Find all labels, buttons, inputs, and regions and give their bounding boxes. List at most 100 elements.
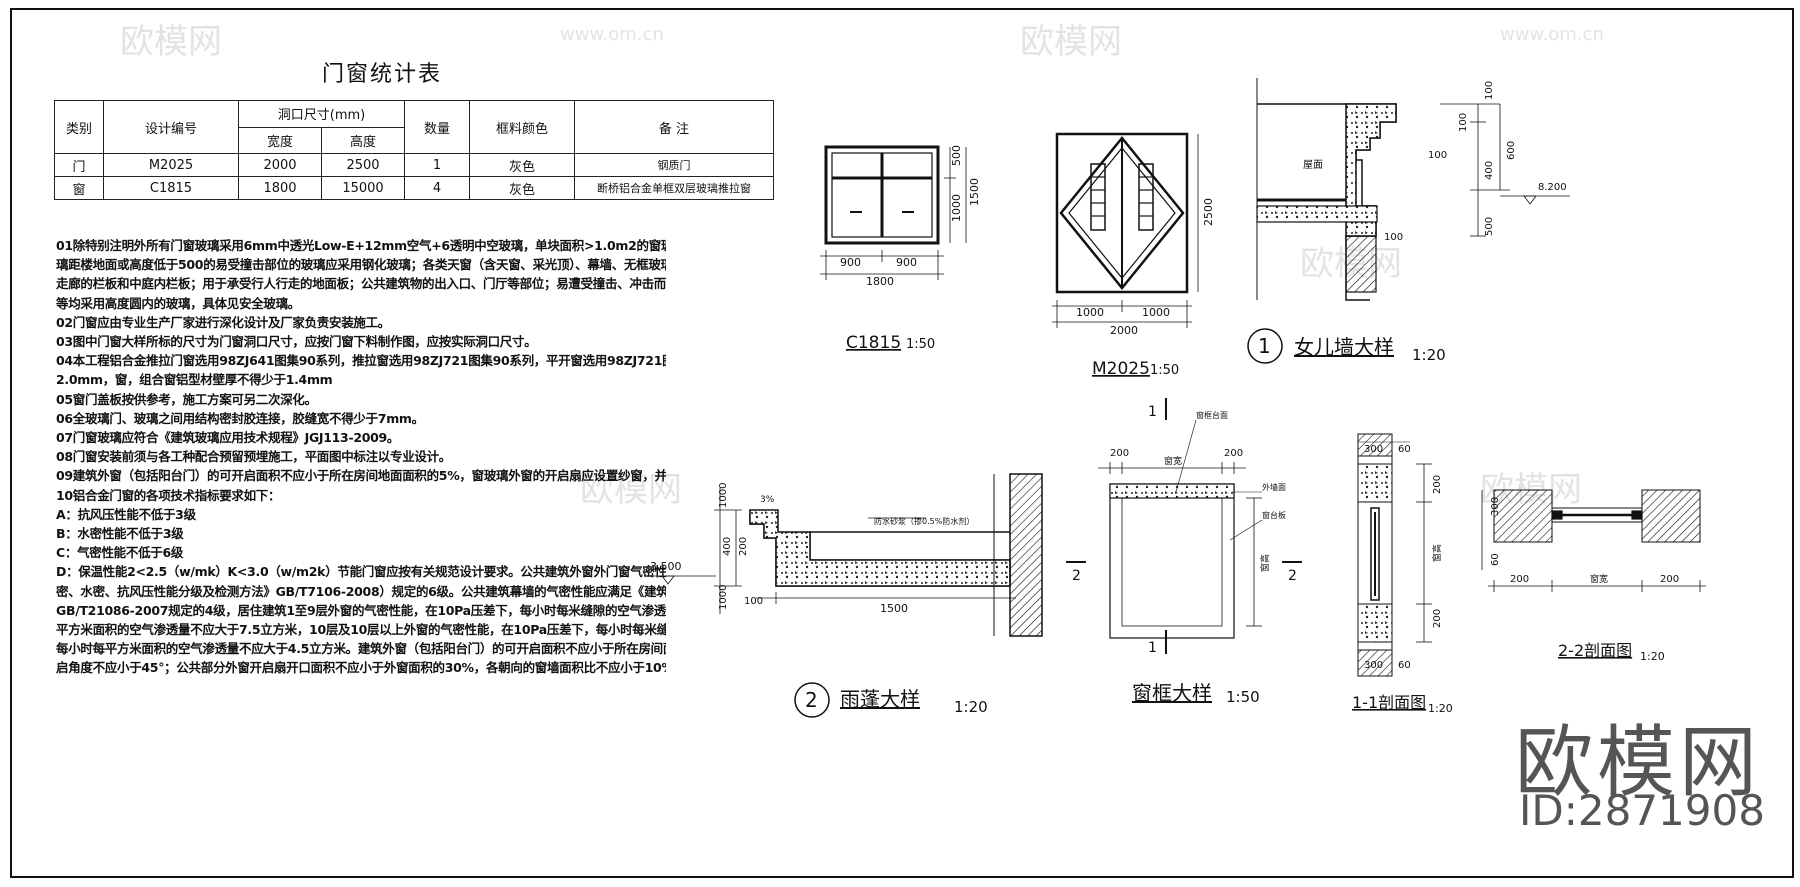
canopy-waterproof-note: 防水砂浆（掺0.5%防水剂） xyxy=(874,516,974,526)
parapet-scale: 1:20 xyxy=(1412,346,1446,364)
cell-height: 15000 xyxy=(321,176,405,200)
frame-note-sill: 窗框台面 xyxy=(1196,410,1228,420)
frame-cut-left: 2 xyxy=(1072,568,1081,584)
sec11-dim-60a: 60 xyxy=(1398,444,1411,455)
header-code: 设计编号 xyxy=(103,100,239,154)
brand-id: ID:2871908 xyxy=(1519,786,1765,835)
parapet-dim-100d: 100 xyxy=(1384,232,1403,243)
frame-dim-200b: 200 xyxy=(1224,448,1243,459)
canopy-dim-1500: 1500 xyxy=(880,602,908,615)
cell-code: C1815 xyxy=(103,176,239,200)
note-line: GB/T21086-2007规定的4级，居住建筑1至9层外窗的气密性能，在10P… xyxy=(56,602,666,618)
frame-cut-bottom: 1 xyxy=(1148,640,1157,656)
c1815-dim-total: 1800 xyxy=(866,275,894,288)
header-qty: 数量 xyxy=(404,100,470,154)
window-frame-detail xyxy=(1066,398,1302,654)
canopy-elevation: 3.500 xyxy=(650,560,682,573)
sec22-dim-60: 60 xyxy=(1490,553,1501,566)
cell-qty: 4 xyxy=(404,176,470,200)
canopy-dim-1000a: 1000 xyxy=(718,483,729,508)
parapet-number: 1 xyxy=(1258,334,1271,358)
c1815-window-elevation xyxy=(820,145,967,280)
note-line: 03图中门窗大样所标的尺寸为门窗洞口尺寸，应按门窗下料制作图，应按实际洞口尺寸。 xyxy=(56,334,537,350)
header-hole-size: 洞口尺寸(mm) xyxy=(238,100,405,128)
m2025-dim-h: 2500 xyxy=(1202,198,1215,226)
m2025-dim-total: 2000 xyxy=(1110,324,1138,337)
frame-cut-right: 2 xyxy=(1288,568,1297,584)
c1815-dim-w1: 900 xyxy=(840,256,861,269)
header-type: 类别 xyxy=(54,100,104,154)
canopy-number: 2 xyxy=(805,688,818,712)
sec11-height-label: 窗高 xyxy=(1431,544,1443,562)
sec11-dim-200b: 200 xyxy=(1432,609,1443,628)
note-line: B：水密性能不低于3级 xyxy=(56,526,184,542)
m2025-title: M2025 xyxy=(1092,359,1150,379)
canopy-title: 雨蓬大样 xyxy=(840,687,920,711)
note-line: 平方米面积的空气渗透量不应大于7.5立方米，10层及10层以上外窗的气密性能，在… xyxy=(56,622,666,638)
frame-cut-top: 1 xyxy=(1148,404,1157,420)
section-1-1 xyxy=(1357,433,1432,677)
note-line: 06全玻璃门、玻璃之间用结构密封胶连接，胶缝宽不得少于7mm。 xyxy=(56,410,424,426)
sec22-dim-200a: 200 xyxy=(1510,574,1529,585)
canopy-slope: 3% xyxy=(760,495,775,505)
frame-title: 窗框大样 xyxy=(1132,681,1212,705)
frame-height-label: 窗高 xyxy=(1259,554,1271,572)
note-line: 启角度不应小于45°；公共部分外窗开启扇开口面积不应小于外窗面积的30%，各朝向… xyxy=(56,660,666,676)
sec11-dim-200a: 200 xyxy=(1432,475,1443,494)
sec22-title: 2-2剖面图 xyxy=(1558,641,1632,660)
brand-logo-text: 欧模网 xyxy=(1515,718,1762,808)
frame-width-label: 窗宽 xyxy=(1164,455,1182,467)
note-line: 走廊的栏板和中庭内栏板；用于承受行人行走的地面板；公共建筑物的出入口、门厅等部位… xyxy=(56,276,666,292)
parapet-elevation: 8.200 xyxy=(1538,182,1567,193)
cell-height: 2500 xyxy=(321,153,405,177)
m2025-dim-w2: 1000 xyxy=(1142,306,1170,319)
parapet-dim-100c: 100 xyxy=(1428,150,1447,161)
note-line: 璃距楼地面或高度低于500的易受撞击部位的玻璃应采用钢化玻璃；各类天窗（含天窗、… xyxy=(56,257,666,273)
canopy-scale: 1:20 xyxy=(954,698,988,716)
note-line: D：保温性能2<2.5（w/mk）K<3.0（w/m2k）节能门窗应按有关规范设… xyxy=(56,564,666,580)
canopy-dim-100: 100 xyxy=(744,596,763,607)
canopy-dim-400: 400 xyxy=(722,537,733,556)
door-window-table: 类别 设计编号 洞口尺寸(mm) 数量 框料颜色 备 注 宽度 高度 门 M20… xyxy=(54,100,774,200)
design-notes: 01除特别注明外所有门窗玻璃采用6mm中透光Low-E+12mm空气+6透明中空… xyxy=(56,236,666,678)
sec11-dim-60b: 60 xyxy=(1398,660,1411,671)
m2025-scale: 1:50 xyxy=(1150,363,1179,378)
note-line: 05窗门盖板按供参考，施工方案可另二次深化。 xyxy=(56,391,317,407)
c1815-scale: 1:50 xyxy=(906,337,935,352)
parapet-dim-100b: 100 xyxy=(1458,113,1469,132)
parapet-dim-400: 400 xyxy=(1484,161,1495,180)
note-line: 08门窗安装前须与各工种配合预留预埋施工，平面图中标注以专业设计。 xyxy=(56,449,451,465)
c1815-title: C1815 xyxy=(846,333,901,353)
page-title: 门窗统计表 xyxy=(322,62,443,87)
parapet-detail xyxy=(1247,78,1570,364)
section-2-2 xyxy=(1481,489,1706,592)
note-line: 密、水密、抗风压性能分级及检测方法》GB/T7106-2008）规定的6级。公共… xyxy=(56,583,666,599)
note-line: 等均采用高度圆内的玻璃，具体见安全玻璃。 xyxy=(56,295,301,311)
c1815-dim-h1: 500 xyxy=(950,145,963,166)
note-line: 09建筑外窗（包括阳台门）的可开启面积不应小于所在房间地面面积的5%，窗玻璃外窗… xyxy=(56,468,666,484)
sec11-scale: 1:20 xyxy=(1428,702,1453,715)
sec11-title: 1-1剖面图 xyxy=(1352,693,1426,712)
sec22-scale: 1:20 xyxy=(1640,650,1665,663)
sec22-width-label: 窗宽 xyxy=(1590,573,1608,585)
cell-code: M2025 xyxy=(103,153,239,177)
parapet-dim-100a: 100 xyxy=(1484,81,1495,100)
canopy-detail xyxy=(650,473,1043,718)
cell-note: 断桥铝合金单框双层玻璃推拉窗 xyxy=(574,176,774,200)
cell-width: 1800 xyxy=(238,176,322,200)
parapet-roof-label: 屋面 xyxy=(1303,159,1323,171)
drawing-frame xyxy=(10,8,1794,878)
frame-dim-200a: 200 xyxy=(1110,448,1129,459)
table-row: 窗 C1815 1800 15000 4 灰色 断桥铝合金单框双层玻璃推拉窗 xyxy=(54,176,774,200)
sec11-dim-300b: 300 xyxy=(1364,660,1383,671)
canopy-dim-1000b: 1000 xyxy=(718,585,729,610)
note-line: 2.0mm，窗，组合窗铝型材壁厚不得少于1.4mm xyxy=(56,372,333,388)
frame-note-board: 窗台板 xyxy=(1262,510,1286,520)
note-line: A：抗风压性能不低于3级 xyxy=(56,506,196,522)
frame-note-wall: 外墙面 xyxy=(1262,482,1286,492)
c1815-dim-total-h: 1500 xyxy=(968,178,981,206)
parapet-dim-500: 500 xyxy=(1484,217,1495,236)
m2025-dim-w1: 1000 xyxy=(1076,306,1104,319)
note-line: 10铝合金门窗的各项技术指标要求如下： xyxy=(56,487,281,503)
